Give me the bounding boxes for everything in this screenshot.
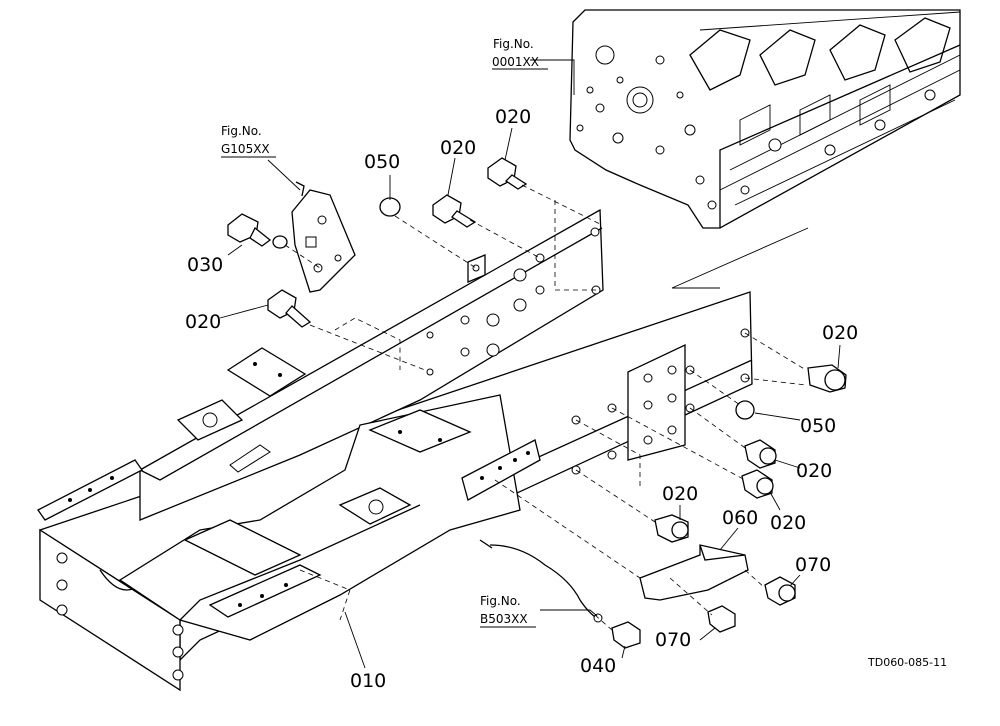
- callout-060: 060: [722, 507, 758, 529]
- document-id: TD060-085-11: [867, 656, 947, 669]
- ground-wire: [489, 544, 601, 621]
- figref-0001-code: 0001XX: [492, 55, 539, 69]
- center-bracket: [461, 439, 541, 501]
- bolt-020-right: [807, 364, 847, 393]
- nut-050-b: [735, 400, 755, 420]
- callout-010: 010: [350, 670, 386, 692]
- bolt-040: [611, 621, 641, 649]
- callout-020-top: 020: [495, 106, 531, 128]
- callout-020-r3: 020: [770, 512, 806, 534]
- figref-b503-label: Fig.No.: [480, 594, 521, 608]
- callout-020-mid: 020: [440, 137, 476, 159]
- bolt-020-c: [487, 157, 528, 190]
- side-plate: [627, 343, 686, 461]
- callout-020-r2: 020: [796, 460, 832, 482]
- bolt-020-e: [741, 469, 774, 499]
- bolt-020-b: [432, 194, 477, 228]
- figref-b503-code: B503XX: [480, 612, 528, 626]
- callout-070-right: 070: [795, 554, 831, 576]
- figref-g105-code: G105XX: [221, 142, 270, 156]
- engine-block: [569, 9, 961, 229]
- callout-070-lower: 070: [655, 629, 691, 651]
- callout-020-left: 020: [185, 311, 221, 333]
- bracket-060: [639, 544, 749, 601]
- bolt-020-f: [654, 514, 689, 543]
- callout-040: 040: [580, 655, 616, 677]
- frame-rail-rear: [139, 208, 604, 521]
- callout-030: 030: [187, 254, 223, 276]
- bolt-020-d: [744, 439, 777, 469]
- bracket-tab-1: [226, 347, 307, 397]
- bracket-tab-3: [368, 409, 472, 453]
- bracket-g105: [291, 181, 356, 293]
- callout-020-right: 020: [822, 322, 858, 344]
- nut-050-a: [379, 197, 401, 217]
- bolt-070-b: [707, 605, 736, 633]
- frame-floor: [118, 394, 521, 641]
- bolt-070-a: [764, 576, 796, 606]
- callout-020-lower: 020: [662, 483, 698, 505]
- callout-050-right: 050: [800, 415, 836, 437]
- bracket-tab-5: [183, 519, 302, 576]
- bolt-020-a: [267, 289, 312, 328]
- figref-g105-label: Fig.No.: [221, 124, 262, 138]
- figref-0001-label: Fig.No.: [493, 37, 534, 51]
- bracket-tab-6: [208, 564, 322, 618]
- bolt-030: [227, 213, 288, 249]
- callout-050-top: 050: [364, 151, 400, 173]
